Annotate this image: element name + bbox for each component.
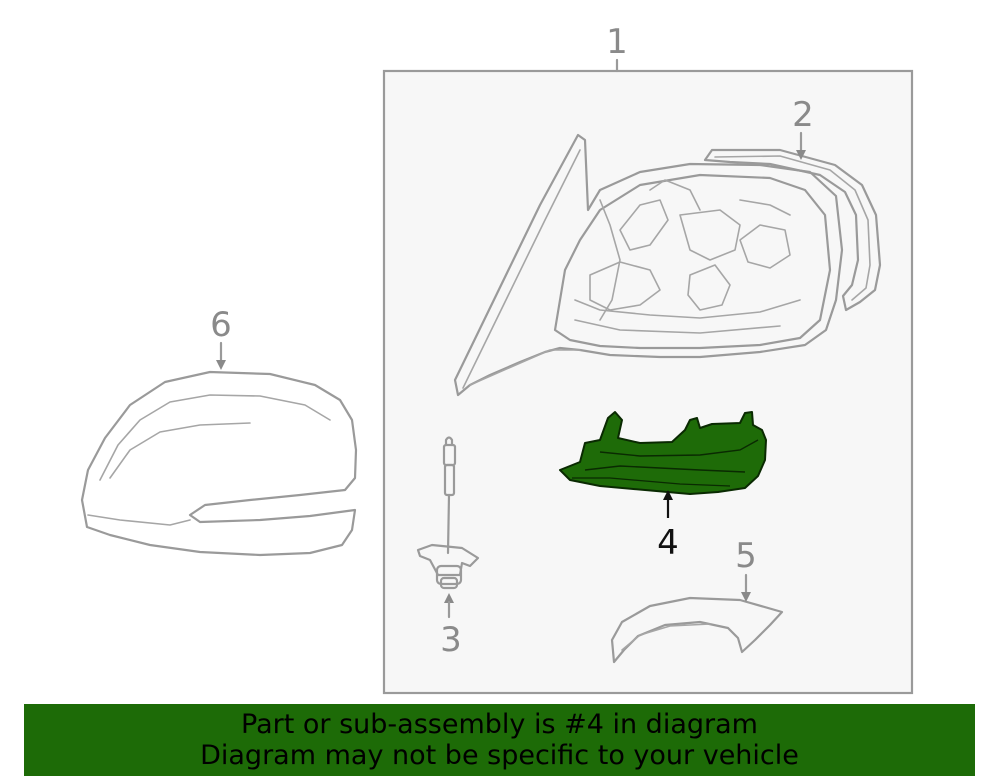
callout-5-label: 5	[735, 536, 757, 576]
callout-2-label: 2	[792, 95, 814, 135]
mirror-cover[interactable]	[80, 370, 358, 557]
callout-5[interactable]: 5	[735, 536, 757, 602]
mirror-motor[interactable]	[416, 436, 480, 590]
mirror-glass[interactable]	[703, 148, 882, 312]
callout-4-label: 4	[657, 523, 679, 563]
callout-3[interactable]: 3	[440, 593, 462, 660]
callout-1-label: 1	[606, 22, 628, 62]
callout-6-label: 6	[210, 305, 232, 345]
callout-6[interactable]: 6	[210, 305, 232, 370]
banner-line-1: Part or sub-assembly is #4 in diagram	[241, 709, 758, 740]
banner-line-2: Diagram may not be specific to your vehi…	[200, 740, 799, 771]
callout-4[interactable]: 4	[657, 490, 679, 563]
assembly-box	[382, 69, 914, 695]
mirror-housing[interactable]	[453, 133, 844, 397]
mirror-trim[interactable]	[610, 596, 784, 664]
callout-3-label: 3	[440, 620, 462, 660]
signal-lamp[interactable]	[559, 411, 767, 495]
callout-1[interactable]: 1	[606, 22, 628, 73]
info-banner: Part or sub-assembly is #4 in diagram Di…	[24, 704, 975, 776]
parts-diagram: 1 2 3	[80, 22, 914, 695]
callout-2[interactable]: 2	[792, 95, 814, 160]
